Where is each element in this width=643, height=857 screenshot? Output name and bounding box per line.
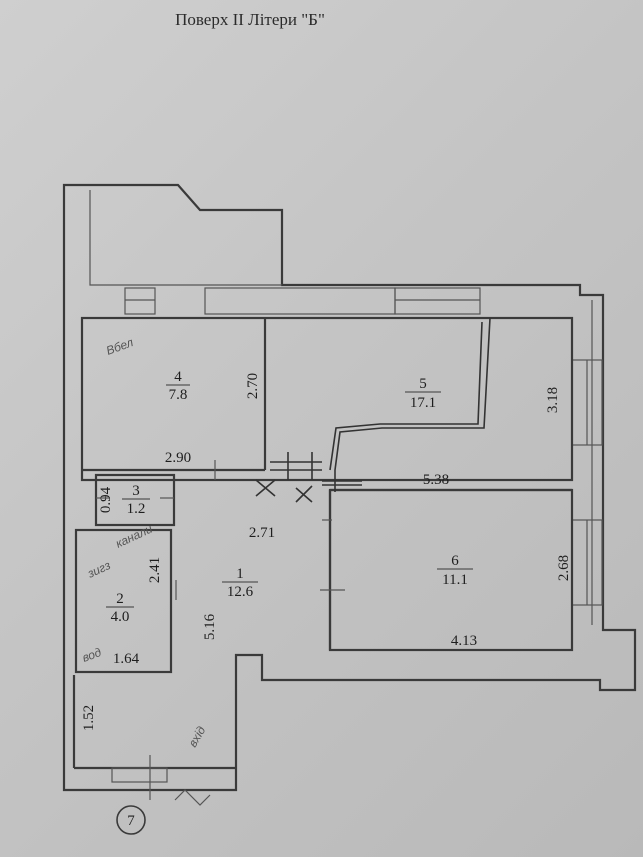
dim-2-41: 2.41 <box>147 557 163 583</box>
room-3-area: 1.2 <box>127 501 146 517</box>
room-5: 5 17.1 <box>405 376 441 411</box>
room-5-area: 17.1 <box>410 395 436 411</box>
dim-0-94: 0.94 <box>98 486 114 513</box>
right-windows <box>571 359 603 606</box>
dim-4-13: 4.13 <box>451 633 477 649</box>
dim-3-18: 3.18 <box>545 387 561 413</box>
room-1: 1 12.6 <box>222 566 258 600</box>
handwritten-note-room4: Вбел <box>104 335 135 358</box>
room-4: 4 7.8 <box>166 369 190 403</box>
room-6-number: 6 <box>451 553 459 569</box>
dim-5-16: 5.16 <box>202 613 218 640</box>
dim-1-52: 1.52 <box>81 705 97 731</box>
plan-title: Поверх II Літери "Б" <box>175 10 325 29</box>
room-3: 3 1.2 <box>122 483 150 517</box>
room-6: 6 11.1 <box>437 553 473 588</box>
room-2-area: 4.0 <box>111 609 130 625</box>
handdrawn-partition <box>329 317 491 492</box>
dim-2-71: 2.71 <box>249 525 275 541</box>
handwritten-note-room2c: вод <box>80 645 103 665</box>
dim-2-90: 2.90 <box>165 450 191 466</box>
room-5-number: 5 <box>419 376 427 392</box>
entrance <box>111 755 211 806</box>
room-2-number: 2 <box>116 591 124 607</box>
room-1-area: 12.6 <box>227 584 254 600</box>
handdrawn-marks <box>175 452 362 600</box>
dim-1-64: 1.64 <box>113 651 140 667</box>
outer-walls <box>62 183 637 792</box>
room-3-number: 3 <box>132 483 140 499</box>
dim-2-68: 2.68 <box>556 555 572 581</box>
dim-5-38: 5.38 <box>423 472 449 488</box>
room-2: 2 4.0 <box>106 591 134 625</box>
room-1-number: 1 <box>236 566 244 582</box>
entrance-marker-circle <box>116 805 146 835</box>
room-4-area: 7.8 <box>169 387 188 403</box>
handwritten-note-room2b: зигз <box>84 558 113 581</box>
room-4-number: 4 <box>174 369 182 385</box>
entrance-marker-label: 7 <box>127 813 135 829</box>
room-6-area: 11.1 <box>442 572 468 588</box>
interior-walls <box>72 316 574 770</box>
top-windows <box>124 287 481 315</box>
dim-2-70: 2.70 <box>245 373 261 399</box>
handwritten-note-hall: вхід <box>185 724 208 750</box>
